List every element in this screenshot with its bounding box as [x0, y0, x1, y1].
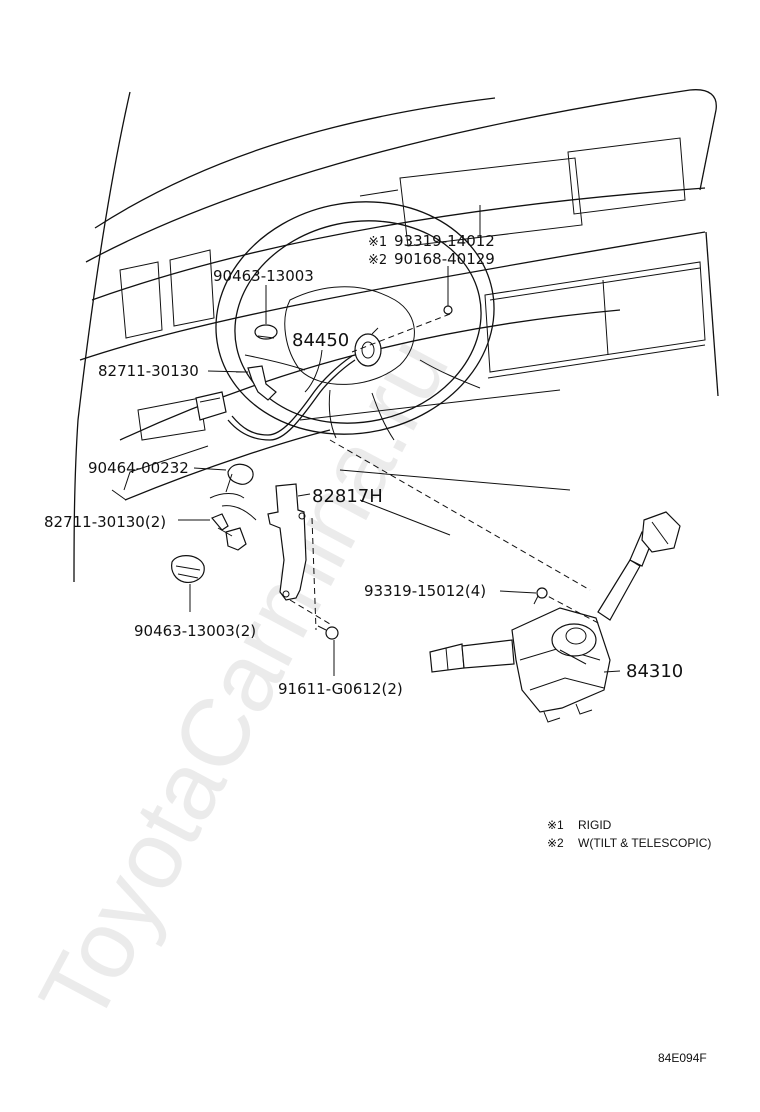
callout-82817H: 82817H [312, 486, 383, 507]
note-2-marker: ※2 [547, 836, 564, 850]
bracket-82817H [267, 483, 331, 631]
clip-90464-00232 [209, 463, 257, 521]
spiral-cable-84450 [195, 327, 382, 441]
connector-82711-30130-pair [211, 513, 247, 551]
callout-93319-15012-4: 93319-15012(4) [364, 582, 486, 600]
screw-93319-15012 [533, 587, 548, 605]
callout-90463-13003: 90463-13003 [213, 267, 314, 285]
drawing-code: 84E094F [658, 1051, 707, 1065]
callout-93319-14012: 93319-14012 [394, 232, 495, 250]
marker-1: ※1 [368, 235, 387, 250]
screw-91611-G0612 [317, 625, 339, 640]
combination-switch-84310 [329, 313, 681, 723]
callout-90168-40129: 90168-40129 [394, 250, 495, 268]
callout-84310: 84310 [626, 661, 683, 682]
callout-90463-13003-2: 90463-13003(2) [134, 622, 256, 640]
callout-84450: 84450 [292, 330, 349, 351]
callout-91611-G0612-2: 91611-G0612(2) [278, 680, 403, 698]
steering-wheel [215, 201, 495, 441]
callout-82711-30130-2: 82711-30130(2) [44, 513, 166, 531]
connector-82711-30130 [236, 365, 277, 401]
bolt-93319-14012 [443, 305, 453, 315]
clamp-90463-13003-pair [171, 555, 205, 583]
callout-90464-00232: 90464-00232 [88, 459, 189, 477]
callout-82711-30130: 82711-30130 [98, 362, 199, 380]
leader-lines [123, 266, 621, 676]
note-2-text: W(TILT & TELESCOPIC) [578, 836, 711, 850]
clamp-90463-13003 [254, 324, 278, 340]
dashboard-outline [73, 89, 719, 583]
note-1-text: RIGID [578, 818, 612, 832]
note-1-marker: ※1 [547, 818, 564, 832]
marker-2: ※2 [368, 253, 387, 268]
